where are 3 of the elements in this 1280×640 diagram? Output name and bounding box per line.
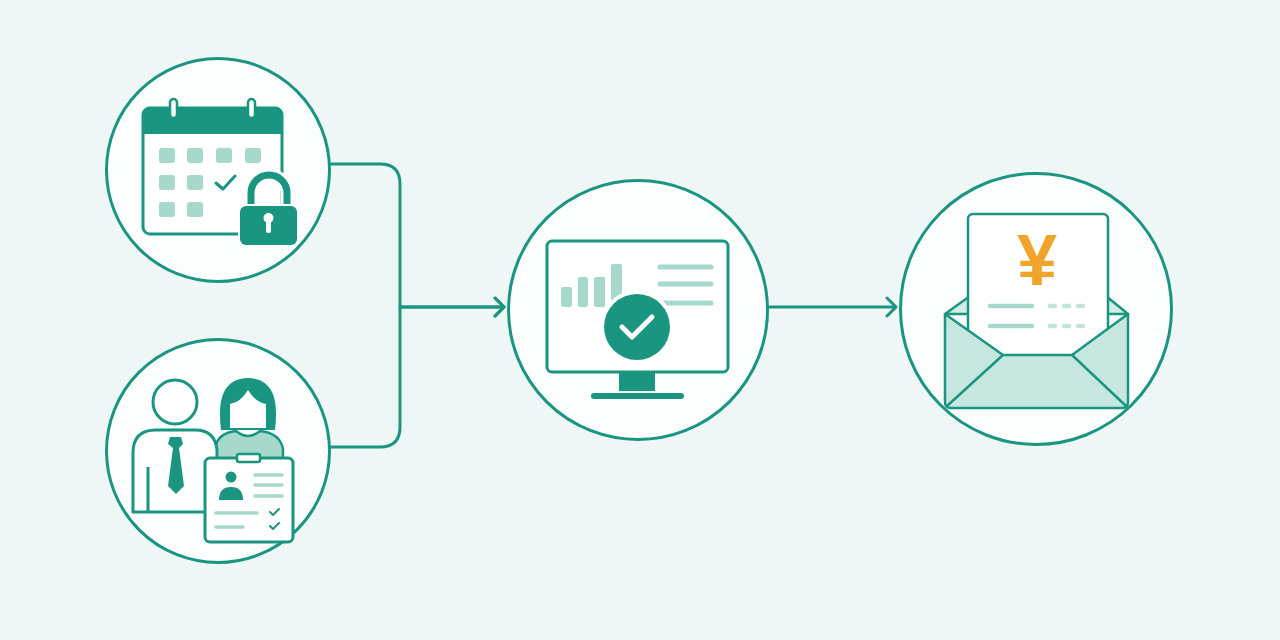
connector-arrow — [329, 296, 506, 449]
currency-symbol: ¥ — [1017, 224, 1057, 296]
connector-arrow — [767, 296, 898, 318]
